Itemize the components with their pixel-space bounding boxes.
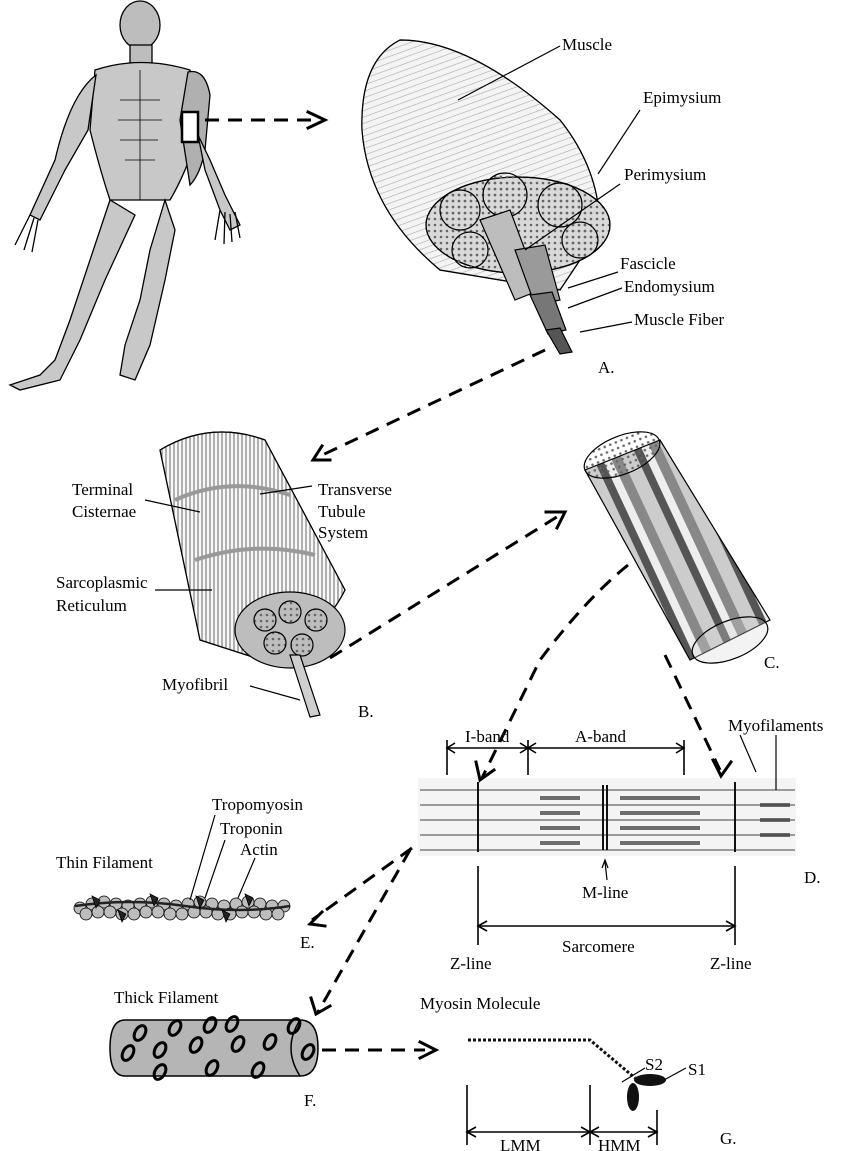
leader-myofilaments-left <box>740 735 756 772</box>
label-thin-filament: Thin Filament <box>56 853 153 872</box>
myosin-molecule-illustration <box>468 1040 666 1111</box>
leader-endomysium <box>568 288 622 308</box>
arrow-myofibril-to-sarcomere-left <box>482 565 628 778</box>
arrow-muscle-to-fiber <box>316 350 545 458</box>
panel-label-d: D. <box>804 868 821 887</box>
label-sarcoplasmic-reticulum-1: Sarcoplasmic <box>56 573 148 592</box>
panel-label-a: A. <box>598 358 615 377</box>
label-sarcomere: Sarcomere <box>562 937 635 956</box>
label-tropomyosin: Tropomyosin <box>212 795 304 814</box>
label-z-line-right: Z-line <box>710 954 752 973</box>
label-perimysium: Perimysium <box>624 165 706 184</box>
label-transverse-tubule-3: System <box>318 523 368 542</box>
label-z-line-left: Z-line <box>450 954 492 973</box>
panel-label-g: G. <box>720 1129 737 1148</box>
muscle-illustration <box>362 40 610 354</box>
label-endomysium: Endomysium <box>624 277 715 296</box>
leader-muscle-fiber <box>580 322 632 332</box>
panel-label-c: C. <box>764 653 780 672</box>
label-terminal-cisternae-2: Cisternae <box>72 502 136 521</box>
label-troponin: Troponin <box>220 819 283 838</box>
label-a-band: A-band <box>575 727 626 746</box>
label-myofibril: Myofibril <box>162 675 228 694</box>
leader-actin <box>238 858 255 898</box>
panel-label-e: E. <box>300 933 315 952</box>
leader-fascicle <box>568 272 618 288</box>
label-actin: Actin <box>240 840 278 859</box>
human-figure-illustration <box>10 1 240 390</box>
arrow-sarcomere-to-thick-filament <box>318 850 410 1012</box>
arrow-head-fiber-to-myofibril <box>546 512 565 528</box>
label-transverse-tubule-2: Tubule <box>318 502 366 521</box>
arrow-sarcomere-to-thin-filament <box>312 848 412 920</box>
leader-myofibril <box>250 686 300 700</box>
arrow-myofibril-to-sarcomere-right <box>665 655 720 770</box>
label-thick-filament: Thick Filament <box>114 988 219 1007</box>
label-s2: S2 <box>645 1055 663 1074</box>
panel-label-f: F. <box>304 1091 316 1110</box>
label-sarcoplasmic-reticulum-2: Reticulum <box>56 596 127 615</box>
label-m-line: M-line <box>582 883 628 902</box>
biopsy-site-marker <box>182 112 198 142</box>
label-muscle: Muscle <box>562 35 612 54</box>
leader-troponin <box>205 840 225 898</box>
label-terminal-cisternae-1: Terminal <box>72 480 133 499</box>
label-epimysium: Epimysium <box>643 88 721 107</box>
panel-label-b: B. <box>358 702 374 721</box>
label-transverse-tubule-1: Transverse <box>318 480 392 499</box>
label-muscle-fiber: Muscle Fiber <box>634 310 725 329</box>
leader-tropomyosin <box>190 815 215 900</box>
myofibril-illustration <box>578 422 774 672</box>
label-myofilaments: Myofilaments <box>728 716 823 735</box>
label-fascicle: Fascicle <box>620 254 676 273</box>
arrow-head-myofibril-to-sarcomere-right <box>713 760 731 776</box>
thick-filament-illustration <box>110 1015 318 1082</box>
sarcomere-illustration <box>418 778 796 856</box>
label-myosin-molecule: Myosin Molecule <box>420 994 540 1013</box>
label-hmm: HMM <box>598 1136 641 1151</box>
label-i-band: I-band <box>465 727 510 746</box>
label-lmm: LMM <box>500 1136 541 1151</box>
arrow-head-sarcomere-to-thick-filament <box>311 998 330 1014</box>
label-s1: S1 <box>688 1060 706 1079</box>
thin-filament-illustration <box>74 894 290 922</box>
leader-s1 <box>664 1068 686 1080</box>
